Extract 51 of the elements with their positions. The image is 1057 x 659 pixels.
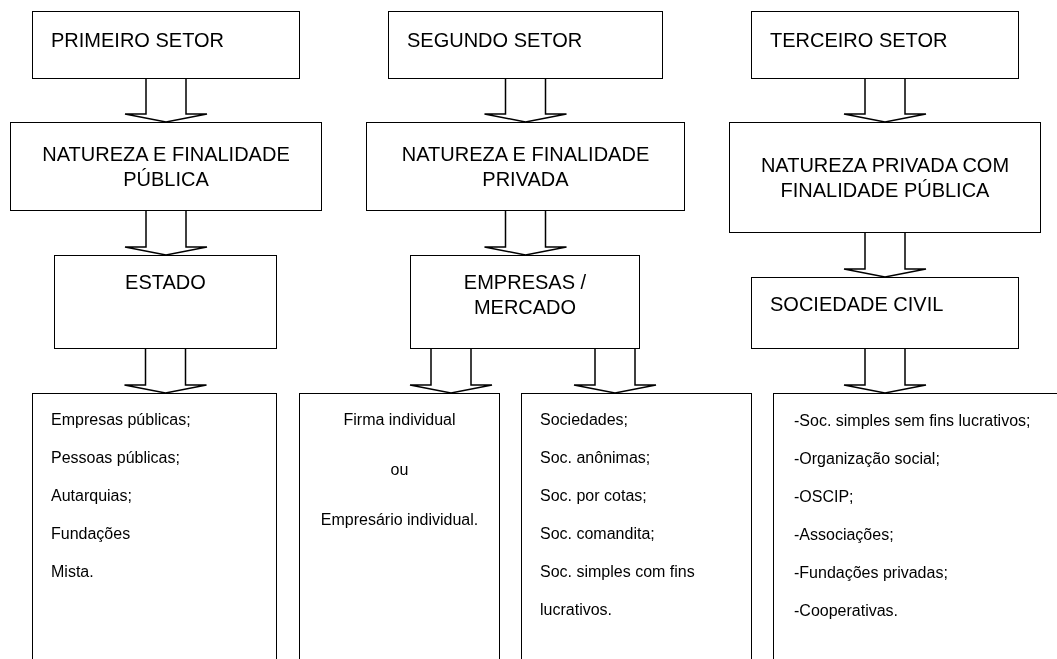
list-item: Pessoas públicas; xyxy=(51,448,180,468)
box-label: EMPRESAS / MERCADO xyxy=(462,270,588,320)
block-arrow xyxy=(124,78,208,123)
box-label: NATUREZA E FINALIDADE PÚBLICA xyxy=(41,141,291,192)
list-item: -OSCIP; xyxy=(794,487,855,507)
list-item: Firma individual xyxy=(343,410,456,430)
list-item: Soc. por cotas; xyxy=(540,486,647,506)
list-item: Soc. simples com fins lucrativos. xyxy=(540,562,696,620)
list-item: ou xyxy=(390,460,409,480)
block-arrow xyxy=(843,78,927,123)
box-label: NATUREZA E FINALIDADE PRIVADA xyxy=(400,141,651,192)
process-box xyxy=(10,122,322,211)
list-box xyxy=(773,393,1057,659)
list-box xyxy=(521,393,752,659)
block-arrow xyxy=(843,348,927,394)
list-item: Fundações xyxy=(51,524,131,544)
box-label: NATUREZA PRIVADA COM FINALIDADE PÚBLICA xyxy=(759,152,1011,203)
list-item: -Associações; xyxy=(794,525,895,545)
list-item: Soc. anônimas; xyxy=(540,448,651,468)
list-item: -Organização social; xyxy=(794,449,940,469)
box-label: SOCIEDADE CIVIL xyxy=(770,292,944,317)
box-label: ESTADO xyxy=(125,270,206,295)
block-arrow xyxy=(843,232,927,278)
process-box xyxy=(54,255,277,349)
block-arrow xyxy=(409,348,493,394)
block-arrow xyxy=(483,210,568,256)
block-arrow xyxy=(123,348,208,394)
box-label: TERCEIRO SETOR xyxy=(770,28,948,53)
process-box xyxy=(410,255,640,349)
block-arrow xyxy=(483,78,568,123)
block-arrow xyxy=(573,348,657,394)
list-box xyxy=(32,393,277,659)
list-item: Empresário individual. xyxy=(320,510,479,530)
list-item: Sociedades; xyxy=(540,410,629,430)
process-box xyxy=(729,122,1041,233)
process-box xyxy=(366,122,685,211)
process-box xyxy=(751,277,1019,349)
box-label: PRIMEIRO SETOR xyxy=(51,28,224,53)
process-box xyxy=(388,11,663,79)
list-item: -Soc. simples sem fins lucrativos; xyxy=(794,411,1031,431)
list-item: -Cooperativas. xyxy=(794,601,900,621)
list-item: Mista. xyxy=(51,562,94,582)
list-box xyxy=(299,393,500,659)
list-item: Soc. comandita; xyxy=(540,524,655,544)
list-item: Autarquias; xyxy=(51,486,132,506)
list-item: -Fundações privadas; xyxy=(794,563,948,583)
list-item: Empresas públicas; xyxy=(51,410,191,430)
process-box xyxy=(751,11,1019,79)
box-label: SEGUNDO SETOR xyxy=(407,28,583,53)
block-arrow xyxy=(124,210,208,256)
process-box xyxy=(32,11,300,79)
